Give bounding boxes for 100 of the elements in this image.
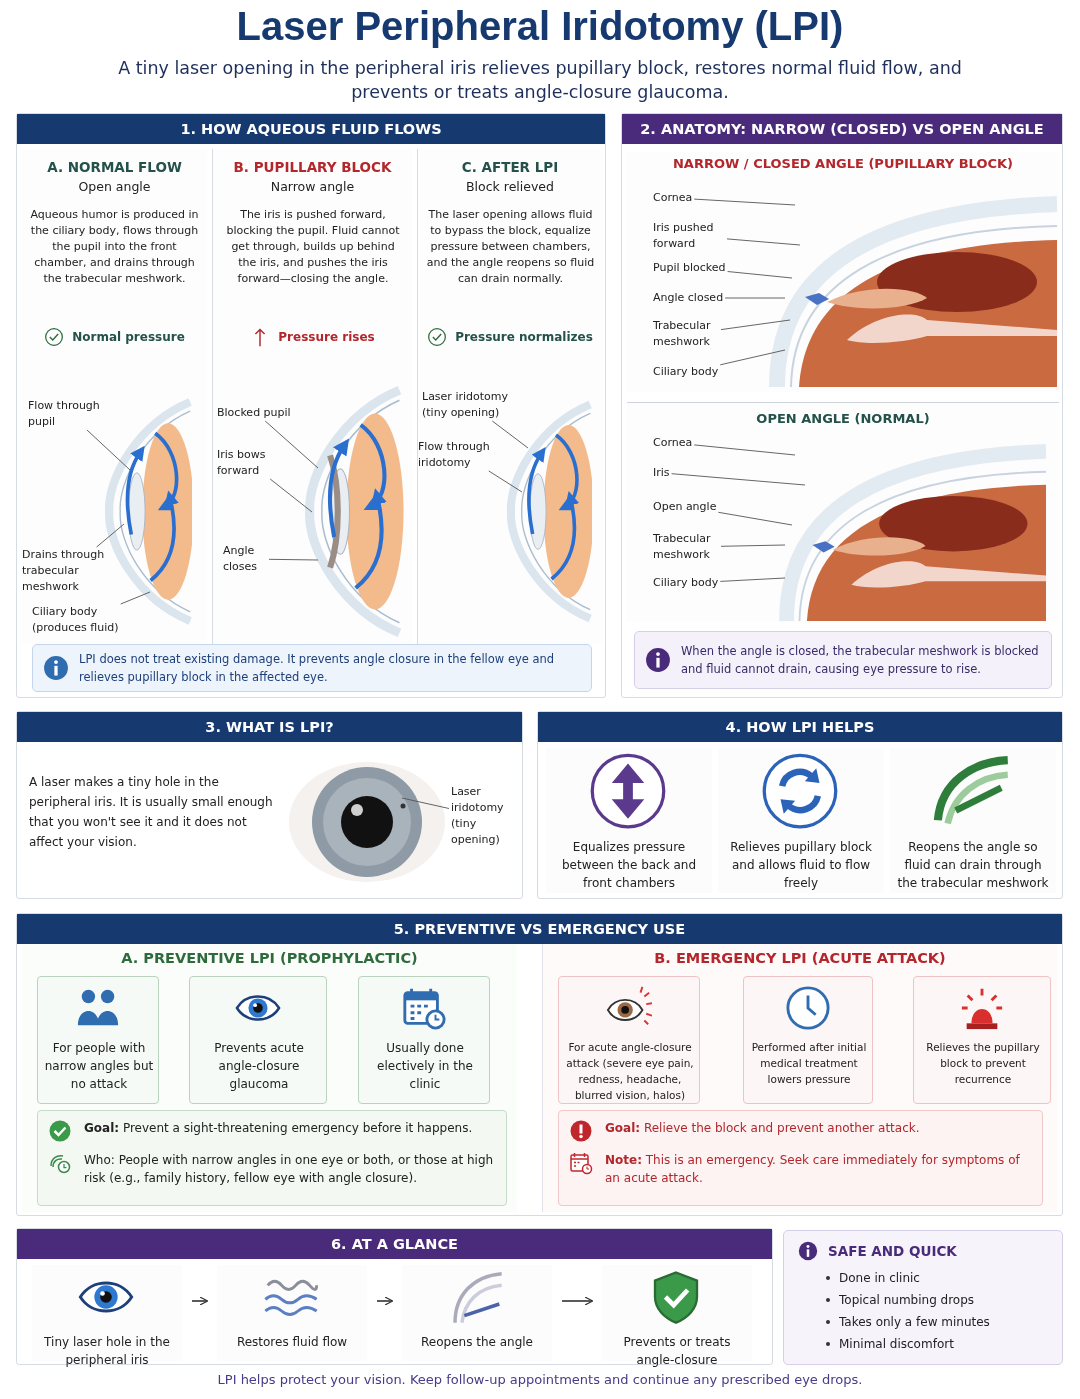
section-panel — [537, 711, 1063, 899]
caption-text: Relieves pupillary block and allows fluid to flow freely — [729, 839, 873, 892]
leader-line — [401, 797, 450, 809]
callout-label: Angle closed — [653, 290, 724, 306]
section-header: 2. ANATOMY: NARROW (CLOSED) VS OPEN ANGLE — [622, 114, 1062, 144]
callout-label: Laser iridotomy (tiny opening) — [422, 389, 514, 421]
diagram-panel — [627, 402, 1059, 622]
leader-line — [727, 271, 793, 279]
feature-card — [37, 976, 159, 1104]
callout-label: Iris — [653, 465, 670, 481]
callout-label: Cornea — [653, 435, 693, 451]
leader-line — [719, 349, 786, 366]
leader-line — [671, 473, 806, 486]
info-text: LPI does not treat existing damage. It prevents angle closure in the fellow eye and relieves pupillary block in the affected eye. — [79, 651, 556, 686]
bullet-text: Minimal discomfort — [839, 1336, 954, 1353]
note-box — [37, 1110, 507, 1206]
caption-text: Reopens the angle so fluid can drain through the trabecular meshwork — [896, 839, 1050, 892]
callout-label: Blocked pupil — [217, 405, 291, 421]
arrow — [191, 1296, 209, 1306]
section-header: 4. HOW LPI HELPS — [538, 712, 1062, 742]
leader-line — [724, 297, 786, 299]
note-text: Who: People with narrow angles in one eye or both, or those at high risk (e.g., family history, fellow eye with angle closure). — [84, 1152, 495, 1187]
column-subtitle: Open angle — [77, 179, 152, 194]
callout-label: Flow through iridotomy — [418, 439, 502, 471]
title: Laser Peripheral Iridotomy (LPI) — [235, 4, 845, 49]
callout-label: Drains through trabecular meshwork — [22, 547, 106, 595]
caption-text: Equalizes pressure between the back and front chambers — [560, 839, 698, 892]
card-text: For acute angle-closure attack (severe eye pain, redness, headache, blurred vision, halos) — [565, 1040, 695, 1103]
panel-heading: NARROW / CLOSED ANGLE (PUPILLARY BLOCK) — [672, 156, 1014, 171]
status-text: Pressure normalizes — [455, 330, 593, 344]
callout-label: Ciliary body — [653, 575, 719, 591]
info-box — [634, 631, 1052, 689]
section-panel — [16, 913, 1063, 1216]
subsection-heading: A. PREVENTIVE LPI (PROPHYLACTIC) — [120, 950, 419, 966]
section-panel — [16, 1228, 773, 1365]
feature-card — [558, 976, 700, 1104]
leader-line — [717, 511, 793, 526]
leader-line — [720, 319, 791, 331]
feature-card — [358, 976, 490, 1104]
arrow — [561, 1296, 594, 1306]
caption-text: Reopens the angle — [420, 1334, 534, 1351]
box-heading: SAFE AND QUICK — [828, 1243, 957, 1259]
status-text: Normal pressure — [72, 330, 185, 344]
leader-line — [720, 544, 786, 547]
feature-card — [913, 976, 1051, 1104]
note-text: Goal: Relieve the block and prevent another attack. — [605, 1120, 920, 1137]
callout-label: Cornea — [653, 190, 693, 206]
section-panel — [621, 113, 1063, 698]
callout-label: Trabecular meshwork — [653, 531, 719, 563]
section-panel — [16, 113, 606, 698]
callout-label: Ciliary body (produces fluid) — [32, 604, 122, 636]
leader-line — [719, 577, 786, 582]
bullet-text: Takes only a few minutes — [839, 1314, 990, 1331]
card-text: Relieves the pupillary block to prevent recurrence — [925, 1040, 1041, 1087]
section-header: 3. WHAT IS LPI? — [17, 712, 522, 742]
callout-label: Flow through pupil — [28, 398, 106, 430]
info-box — [783, 1230, 1063, 1365]
leader-line — [268, 558, 319, 561]
description-text: The iris is pushed forward, blocking the pupil. Fluid cannot get through, builds up behind the iris, and pushes the iris forward—closing the angle. — [225, 207, 401, 287]
section-header: 6. AT A GLANCE — [17, 1229, 772, 1259]
section-header: 1. HOW AQUEOUS FLUID FLOWS — [17, 114, 605, 144]
feature-card — [189, 976, 327, 1104]
footer-note: LPI helps protect your vision. Keep follow-up appointments and continue any prescribed eye drops. — [216, 1372, 864, 1387]
leader-line — [488, 470, 523, 493]
callout-label: Angle closes — [223, 543, 267, 575]
info-text: When the angle is closed, the trabecular meshwork is blocked and fluid cannot drain, causing eye pressure to rise. — [681, 643, 1040, 678]
note-box — [558, 1110, 1043, 1206]
info-box — [32, 644, 592, 692]
column-heading: A. NORMAL FLOW — [46, 159, 183, 175]
leader-line — [693, 444, 796, 456]
card-text: For people with narrow angles but no attack — [43, 1040, 155, 1093]
leader-line — [693, 198, 796, 206]
description-text: Aqueous humor is produced in the ciliary body, flows through the pupil into the front chamber, and drains through the trabecular meshwork. — [30, 207, 199, 287]
leader-line — [264, 420, 319, 469]
column-subtitle: Block relieved — [465, 179, 555, 194]
column-heading: B. PUPILLARY BLOCK — [232, 159, 393, 175]
panel-heading: OPEN ANGLE (NORMAL) — [755, 411, 931, 426]
callout-label: Ciliary body — [653, 364, 719, 380]
leader-line — [726, 238, 801, 246]
subsection-panel — [22, 944, 517, 1212]
card-text: Usually done electively in the clinic — [376, 1040, 474, 1093]
callout-label: Laser iridotomy (tiny opening) — [451, 784, 521, 848]
callout-label: Trabecular meshwork — [653, 318, 719, 350]
arrow — [376, 1296, 394, 1306]
subtitle: A tiny laser opening in the peripheral iris relieves pupillary block, restores normal fluid flow, and prevents or treats angle-closure glaucoma. — [117, 57, 963, 104]
column-heading: C. AFTER LPI — [460, 159, 560, 175]
callout-label: Iris bows forward — [217, 447, 277, 479]
body-text: A laser makes a tiny hole in the peripheral iris. It is usually small enough that you won't see it and it does not affect your vision. — [29, 774, 274, 851]
card-text: Prevents acute angle-closure glaucoma — [213, 1040, 305, 1093]
leader-line — [269, 478, 313, 513]
card-text: Performed after initial medical treatment lowers pressure — [750, 1040, 868, 1087]
callout-label: Pupil blocked — [653, 260, 726, 276]
status-text: Pressure rises — [278, 330, 375, 344]
bullet-text: Topical numbing drops — [839, 1292, 975, 1309]
leader-line — [96, 523, 125, 548]
caption-text: Prevents or treats angle-closure — [622, 1334, 732, 1369]
feature-card — [743, 976, 873, 1104]
caption-text: Restores fluid flow — [235, 1334, 349, 1351]
leader-line — [120, 591, 151, 605]
note-text: Note: This is an emergency. Seek care immediately for symptoms of an acute attack. — [605, 1152, 1021, 1187]
